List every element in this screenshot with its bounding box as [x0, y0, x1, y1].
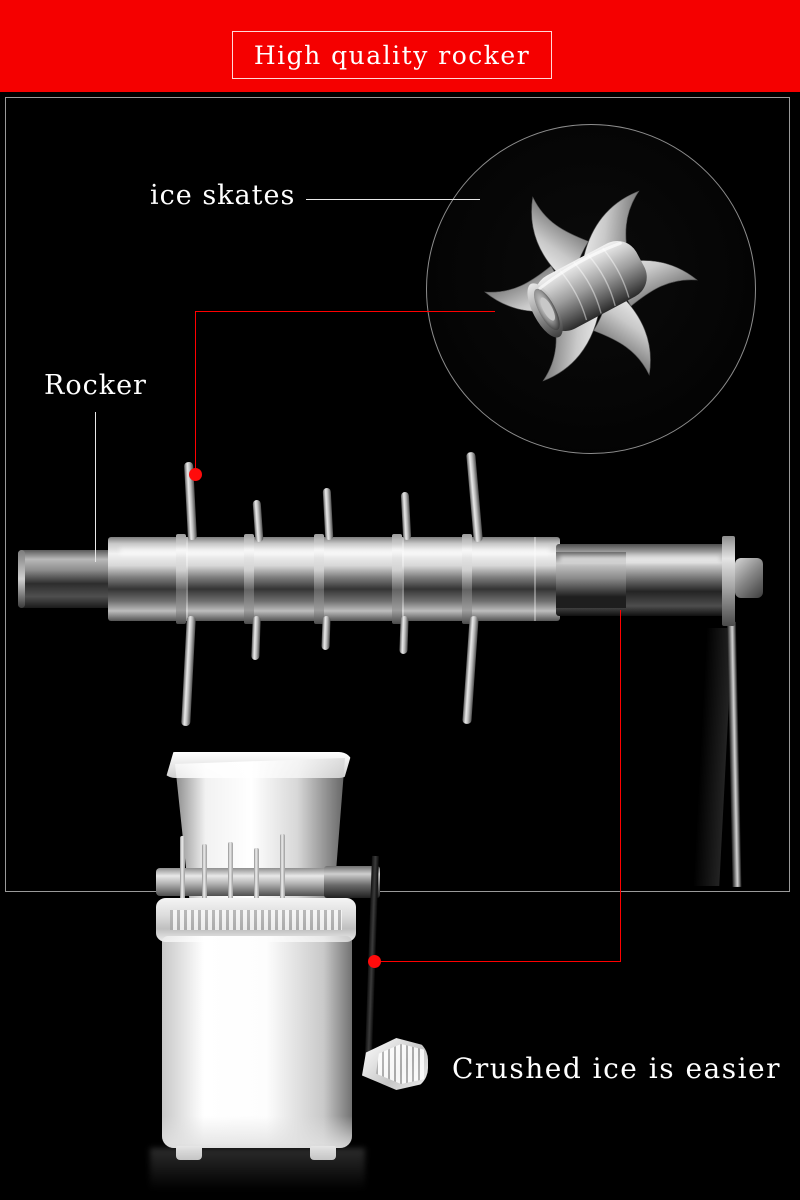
jar-foot: [176, 1146, 202, 1160]
shaft-collar: [722, 536, 735, 626]
shaft-ring: [314, 534, 324, 624]
crank-arm-shadow: [693, 628, 733, 886]
shaft-blade-fin: [400, 491, 412, 541]
crank-callout-dot: [368, 955, 381, 968]
shaft-left-hub: [18, 550, 114, 608]
shaft-blade-fin: [462, 615, 479, 725]
floor-reflection: [150, 1148, 365, 1190]
shaft-ring: [462, 534, 472, 624]
collar-teeth: [170, 910, 342, 930]
shaft-ring: [244, 534, 254, 624]
shaft-blade-fin: [181, 615, 196, 727]
blade-closeup-inset: [426, 124, 756, 454]
shaft-ring: [392, 534, 402, 624]
shaft-blade-fin: [399, 615, 409, 655]
shaft-blade-fin: [466, 451, 483, 543]
ice-skates-label: ice skates: [150, 180, 296, 211]
crusher-pin: [202, 844, 207, 916]
crusher-pin: [280, 834, 285, 918]
jar-base: [162, 1116, 352, 1148]
shaft-end-nut: [735, 558, 763, 598]
jar-foot: [310, 1146, 336, 1160]
shaft-blade-fin: [321, 615, 331, 651]
crushed-ice-label: Crushed ice is easier: [452, 1052, 782, 1085]
crank-arm: [727, 621, 742, 888]
internal-shaft: [156, 868, 346, 896]
shaft-left-cap: [18, 550, 25, 608]
crusher-pin: [254, 848, 259, 916]
shaft-blade-fin: [252, 499, 264, 543]
crank-callout-line-vertical: [620, 610, 621, 962]
shaft-blade-fin: [322, 487, 334, 541]
header-banner: High quality rocker: [0, 0, 800, 92]
collection-jar: [162, 936, 352, 1148]
blade-callout-dot: [189, 468, 202, 481]
blade-callout-line-vertical: [195, 311, 196, 476]
banner-title-box: High quality rocker: [232, 31, 552, 79]
rocker-label: Rocker: [44, 370, 147, 401]
ice-skates-leader-line: [306, 199, 480, 200]
banner-title: High quality rocker: [253, 40, 531, 70]
shaft-blade-fin: [251, 615, 261, 661]
ice-crusher-product: [140, 748, 428, 1190]
rocker-leader-line: [95, 412, 96, 562]
shaft-ring: [176, 534, 186, 624]
crank-callout-line-horizontal: [374, 961, 621, 962]
crusher-pin: [228, 842, 233, 916]
rocker-shaft-assembly: [0, 440, 800, 888]
crusher-pin: [180, 836, 185, 914]
blade-callout-line-horizontal: [195, 311, 495, 312]
ice-blade-wheel-icon: [466, 164, 716, 414]
